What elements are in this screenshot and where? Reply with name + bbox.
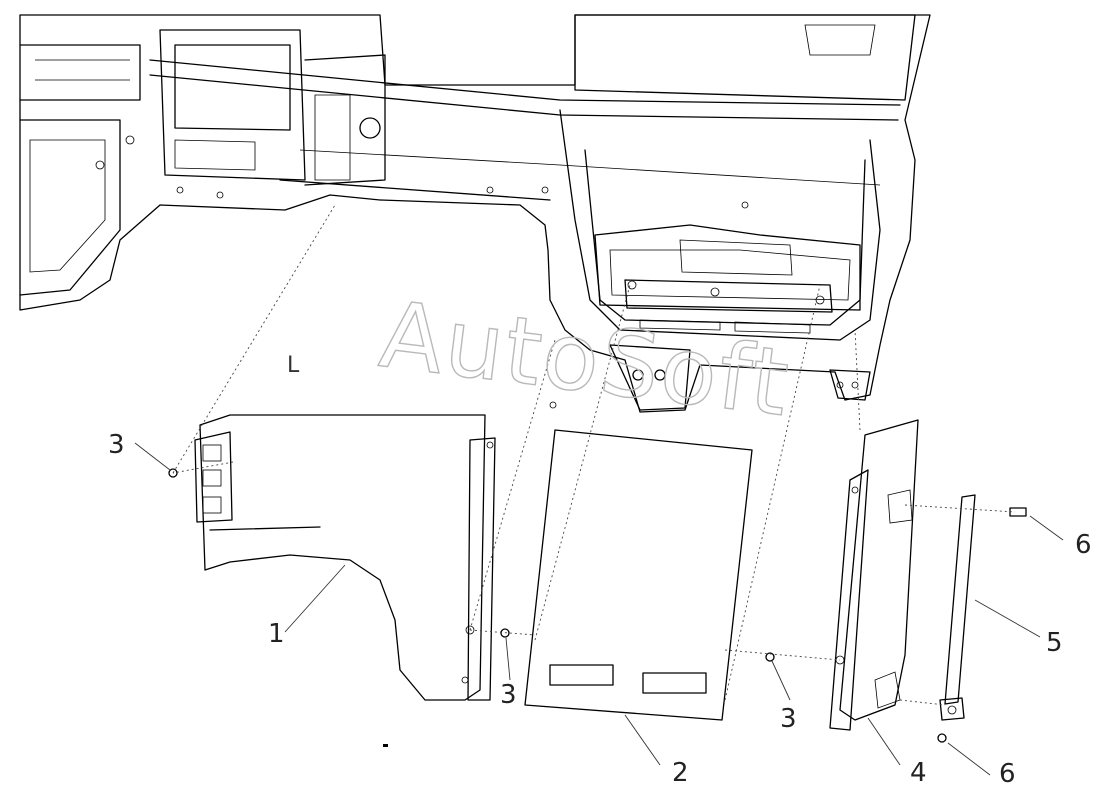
fastener-6-top	[1009, 507, 1027, 517]
callout-3-right: 3	[780, 704, 797, 734]
watermark-text: AutoSoft	[375, 281, 796, 437]
callout-3-left: 3	[108, 430, 125, 460]
callout-2: 2	[672, 758, 689, 788]
part-5-strip	[939, 494, 976, 721]
fastener-3-right	[765, 652, 775, 662]
assembly-guide-lines	[172, 204, 1016, 706]
fastener-3-mid	[500, 628, 510, 638]
view-mark: L	[287, 353, 300, 378]
callout-6-top: 6	[1075, 530, 1092, 560]
callout-3-mid: 3	[500, 680, 517, 710]
fasteners	[168, 468, 1027, 743]
callout-4: 4	[910, 758, 927, 788]
part-2-center-cover	[524, 401, 753, 721]
part-4-right-trim	[829, 419, 919, 731]
callout-6-bottom: 6	[999, 759, 1016, 789]
fastener-6-bottom	[937, 733, 947, 743]
callout-leaders	[134, 442, 1064, 776]
callout-5: 5	[1046, 628, 1063, 658]
callout-labels: 3 1 3 2 3 4 5 6 6	[108, 430, 1092, 789]
dashboard-body-structure	[19, 14, 931, 413]
fastener-3-left	[168, 468, 178, 478]
part-1-left-panel	[194, 414, 496, 701]
dot-mark	[383, 744, 388, 747]
callout-1: 1	[268, 619, 285, 649]
